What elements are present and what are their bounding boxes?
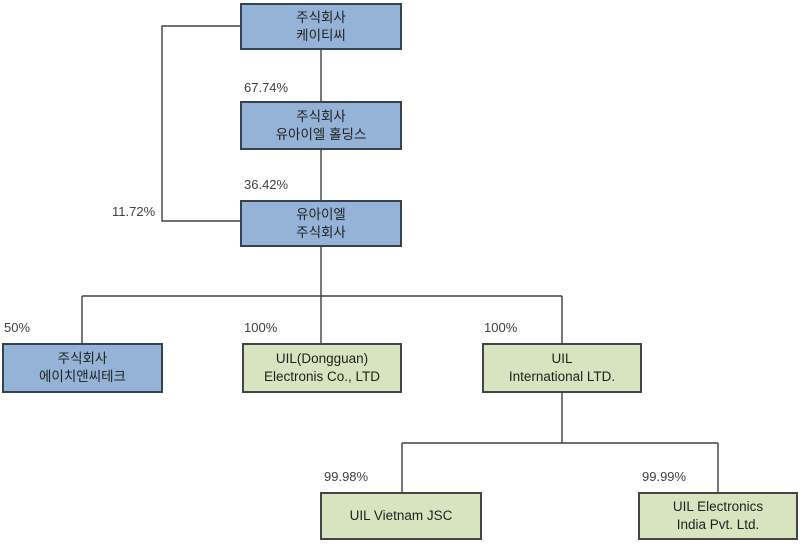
ownership-label-intl-vietnam: 99.98% bbox=[324, 469, 369, 484]
node-uil-label-line1: 유아이엘 bbox=[296, 206, 346, 222]
node-uil: 유아이엘 주식회사 bbox=[240, 200, 402, 247]
node-uil-dongguan: UIL(Dongguan) Electronis Co., LTD bbox=[242, 343, 402, 393]
node-uil-vietnam-label-line1: UIL Vietnam JSC bbox=[349, 508, 453, 523]
node-ktc-label-line2: 케이티씨 bbox=[296, 27, 346, 43]
node-ktc-label-line1: 주식회사 bbox=[296, 9, 346, 25]
ownership-label-uil-hnc: 50% bbox=[4, 320, 31, 335]
node-uil-international-label-line1: UIL bbox=[551, 351, 573, 366]
ownership-label-uil-international: 100% bbox=[484, 320, 518, 335]
node-hnc-tech-label-line2: 에이치앤씨테크 bbox=[39, 369, 126, 384]
node-uil-vietnam: UIL Vietnam JSC bbox=[320, 492, 482, 540]
node-uil-international-label-line2: International LTD. bbox=[508, 369, 616, 384]
node-uil-holdings-label-line1: 주식회사 bbox=[296, 108, 346, 124]
ownership-label-ktc-uil: 11.72% bbox=[112, 204, 156, 219]
ownership-label-intl-india: 99.99% bbox=[642, 469, 687, 484]
ownership-label-ktc-holdings: 67.74% bbox=[244, 80, 289, 95]
node-hnc-tech-label-line1: 주식회사 bbox=[57, 351, 108, 366]
ownership-label-uil-dongguan: 100% bbox=[244, 320, 278, 335]
node-uil-india: UIL Electronics India Pvt. Ltd. bbox=[638, 492, 798, 540]
node-uil-holdings-label-line2: 유아이엘 홀딩스 bbox=[275, 126, 367, 142]
node-ktc: 주식회사 케이티씨 bbox=[240, 3, 402, 50]
node-uil-dongguan-label-line1: UIL(Dongguan) bbox=[275, 351, 369, 366]
edge-ktc-uil bbox=[161, 25, 240, 222]
node-uil-international: UIL International LTD. bbox=[482, 343, 642, 393]
node-uil-holdings: 주식회사 유아이엘 홀딩스 bbox=[240, 101, 402, 150]
node-uil-india-label-line1: UIL Electronics bbox=[672, 499, 764, 514]
node-uil-label-line2: 주식회사 bbox=[296, 224, 346, 240]
node-hnc-tech: 주식회사 에이치앤씨테크 bbox=[2, 343, 163, 393]
node-uil-dongguan-label-line2: Electronis Co., LTD bbox=[263, 369, 381, 384]
node-uil-india-label-line2: India Pvt. Ltd. bbox=[676, 517, 760, 532]
ownership-label-holdings-uil: 36.42% bbox=[244, 177, 289, 192]
